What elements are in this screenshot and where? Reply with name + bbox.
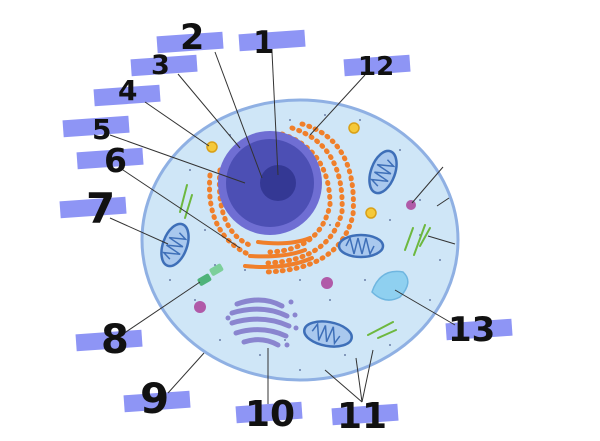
number-labels: 1 2 3 4 5 6 7 8 9 10 11 12 13	[86, 18, 495, 437]
label-number-3: 3	[151, 50, 170, 81]
label-box-9[interactable]	[123, 390, 191, 413]
label-boxes	[59, 29, 513, 426]
label-box-10[interactable]	[235, 401, 303, 424]
leader-4	[144, 101, 210, 147]
label-number-1: 1	[253, 25, 275, 61]
label-box-6[interactable]	[76, 147, 144, 170]
peroxisomes	[206, 122, 377, 219]
label-number-5: 5	[92, 113, 111, 146]
leader-7	[109, 217, 169, 245]
leader-13	[394, 289, 456, 326]
leader-5	[109, 134, 246, 184]
label-number-9: 9	[140, 374, 169, 423]
label-box-13[interactable]	[445, 318, 513, 341]
label-number-11: 11	[337, 396, 387, 437]
label-box-12[interactable]	[343, 54, 411, 77]
lysosome-2	[194, 301, 206, 313]
label-box-2[interactable]	[156, 31, 224, 54]
mitochondrion-left	[160, 222, 190, 268]
smooth-er	[243, 236, 314, 269]
peroxisome-3	[365, 207, 377, 219]
mitochondrion-top-right	[368, 149, 398, 195]
mitochondria	[160, 149, 398, 348]
leader-1	[271, 51, 279, 176]
leader-8	[119, 281, 201, 337]
lysosomes	[194, 200, 416, 313]
golgi-apparatus	[225, 297, 299, 348]
mitochondrion-center	[337, 233, 385, 259]
label-box-5[interactable]	[62, 115, 130, 138]
label-number-13: 13	[448, 310, 495, 350]
mitochondrion-bottom	[303, 320, 353, 348]
lysosome-3	[406, 200, 416, 210]
centrioles	[197, 263, 224, 286]
peroxisome-1	[206, 141, 218, 153]
vacuole	[371, 270, 409, 301]
label-box-3[interactable]	[130, 54, 198, 77]
label-box-1[interactable]	[238, 29, 306, 52]
nucleus	[218, 131, 322, 235]
leader-right-a	[411, 166, 444, 204]
label-box-11[interactable]	[331, 403, 399, 426]
leader-11b	[355, 357, 363, 403]
label-number-7: 7	[86, 184, 115, 233]
leader-2	[214, 51, 263, 179]
label-box-7[interactable]	[59, 196, 127, 219]
peroxisome-2	[348, 122, 360, 134]
label-number-6: 6	[104, 141, 127, 180]
leader-9	[167, 352, 205, 394]
leader-3	[177, 73, 241, 149]
label-number-12: 12	[358, 52, 394, 82]
leader-12	[309, 74, 366, 136]
leader-lines	[109, 51, 456, 404]
cytoskeleton	[179, 184, 431, 339]
label-number-4: 4	[118, 74, 137, 107]
label-number-2: 2	[180, 18, 204, 58]
label-number-8: 8	[101, 317, 129, 363]
leader-6	[119, 167, 241, 249]
label-box-8[interactable]	[75, 329, 143, 352]
label-box-4[interactable]	[93, 84, 161, 107]
leader-11c	[361, 349, 374, 403]
lysosome-1	[321, 277, 333, 289]
leader-right-b	[436, 197, 450, 207]
leader-right-c	[427, 235, 456, 245]
label-number-10: 10	[245, 394, 295, 435]
leader-11a	[324, 369, 363, 403]
nucleolus	[260, 165, 296, 201]
